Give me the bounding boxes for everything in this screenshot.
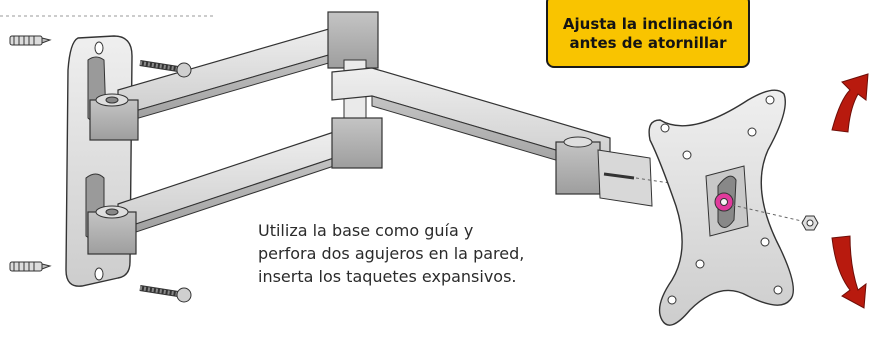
wall-anchor-icon [9,261,52,272]
screw-icon [139,285,192,303]
wall-anchor-icon [9,35,52,46]
rotation-arrow-icon [831,73,869,309]
extension-arm [331,67,691,207]
nut-icon [801,215,819,231]
washer-icon [714,192,734,212]
instruction-line-3: inserta los taquetes expansivos. [258,267,517,286]
tilt-callout: Ajusta la inclinación antes de atornilla… [546,0,750,68]
screw-icon [139,60,192,78]
instruction-line-2: perfora dos agujeros en la pared, [258,244,525,263]
nut-guide-line [731,204,807,223]
instruction-text: Utiliza la base como guía y perfora dos … [258,219,558,288]
instruction-line-1: Utiliza la base como guía y [258,221,474,240]
callout-line-2: antes de atornillar [569,34,727,52]
lower-arm [87,127,347,255]
callout-line-1: Ajusta la inclinación [562,15,734,33]
